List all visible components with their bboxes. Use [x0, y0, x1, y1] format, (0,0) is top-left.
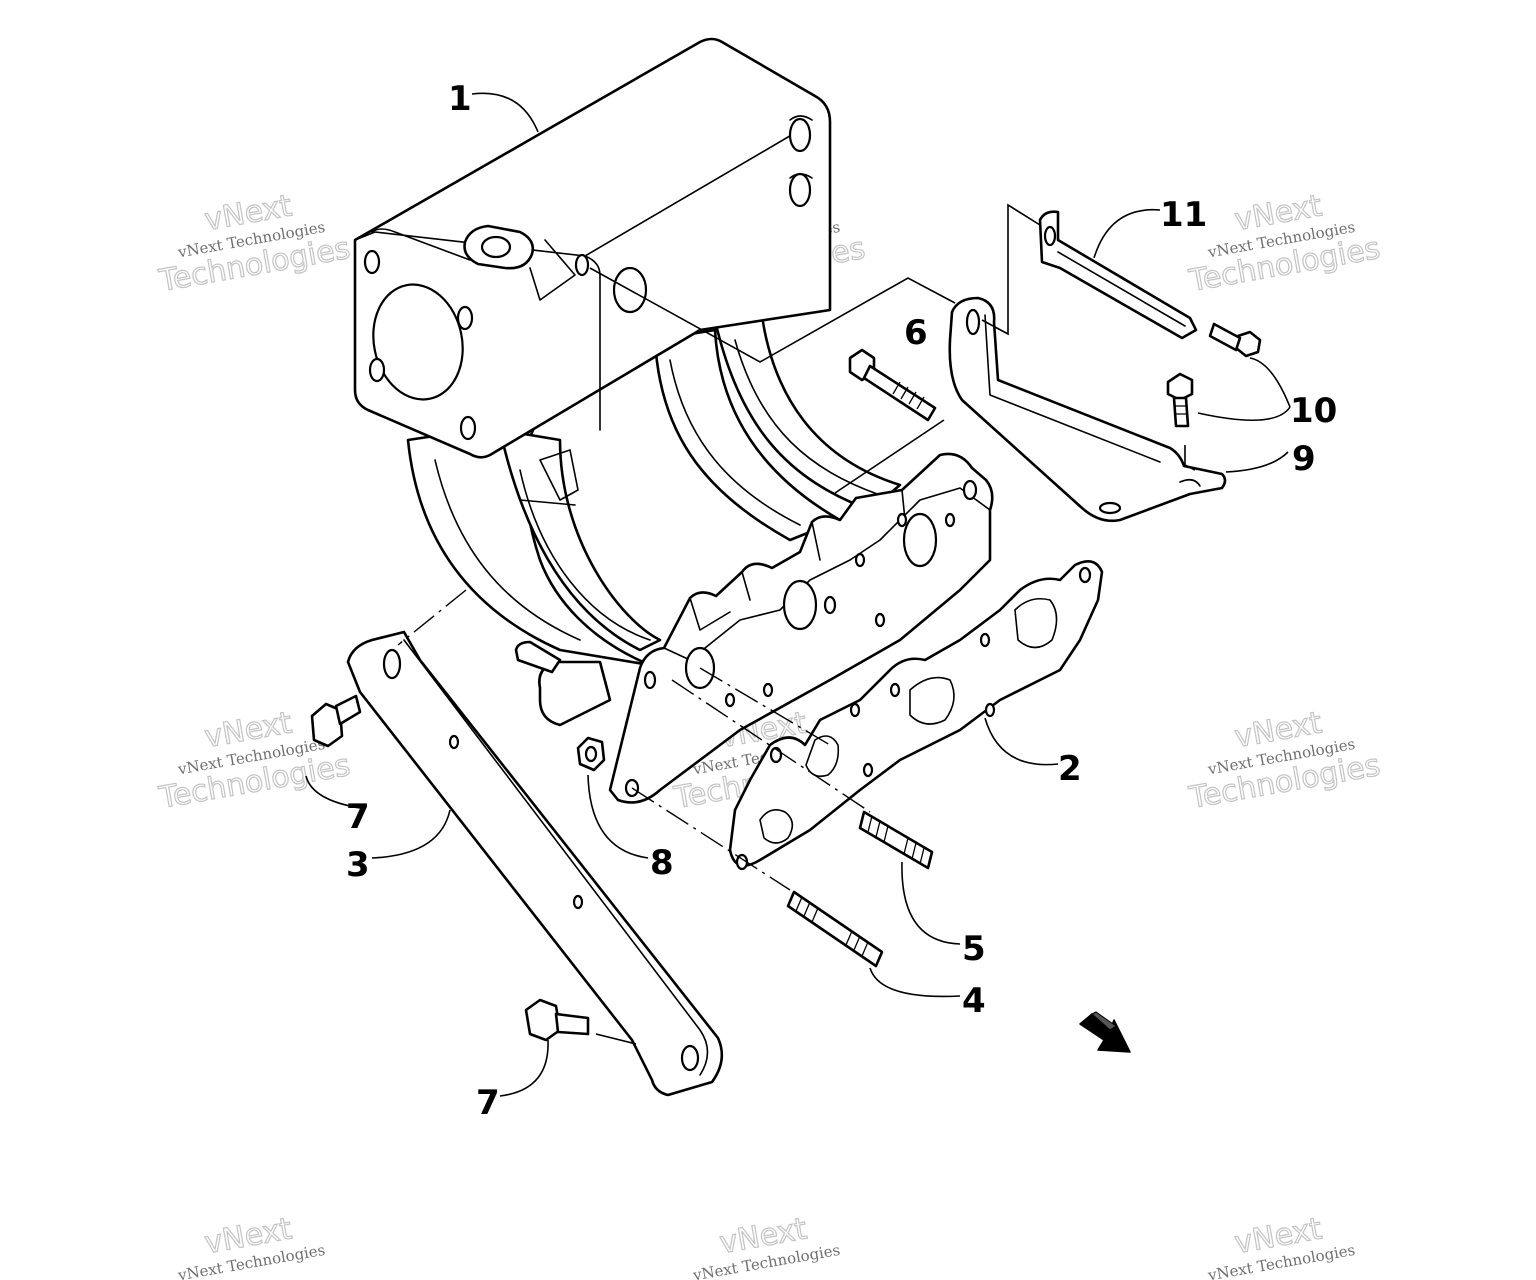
- callout-11: 11: [1160, 195, 1207, 235]
- part-10-bolt-b: [1166, 372, 1194, 428]
- bracket-strap: [1038, 210, 1198, 340]
- watermark: vNext vNext Technologies: [691, 1211, 842, 1280]
- callout-7-upper: 7: [346, 797, 370, 837]
- part-4-stud: [786, 890, 884, 968]
- part-5-stud: [858, 810, 934, 870]
- watermark: vNext vNext Technologies Technologies: [1185, 188, 1383, 300]
- callout-9: 9: [1292, 439, 1316, 479]
- callout-6: 6: [904, 313, 928, 353]
- part-10-bolt-a: [1208, 322, 1262, 358]
- watermark: vNext vNext Technologies: [176, 1211, 327, 1280]
- callout-10: 10: [1290, 391, 1337, 431]
- muffler-bracket: [948, 296, 1227, 523]
- manifold-gasket: [728, 560, 1104, 871]
- part-8-nut: [576, 736, 606, 772]
- front-direction-arrow-icon: [1079, 1011, 1131, 1053]
- assembly-lines: [397, 203, 1196, 891]
- part-6-bolt: [848, 348, 937, 422]
- callout-4: 4: [962, 981, 986, 1021]
- callout-leaders: [305, 92, 1291, 1097]
- exhaust-manifold: [514, 452, 994, 804]
- callout-labels: 1 2 3 4 5 6 7 7 8 9 10 11: [346, 79, 1337, 1123]
- callout-8: 8: [650, 843, 674, 883]
- callout-3: 3: [346, 845, 370, 885]
- watermark: vNext vNext Technologies: [1206, 1211, 1357, 1280]
- callout-7-lower: 7: [476, 1083, 500, 1123]
- watermark: vNext vNext Technologies Technologies: [1185, 705, 1383, 817]
- watermark: vNext vNext Technologies Technologies: [155, 188, 353, 300]
- callout-2: 2: [1058, 749, 1082, 789]
- part-7-bolt-lower: [524, 998, 590, 1042]
- callout-1: 1: [448, 79, 472, 119]
- muffler-box: [353, 37, 832, 459]
- callout-5: 5: [962, 929, 986, 969]
- exhaust-pipe: [406, 298, 902, 667]
- part-7-bolt-upper: [310, 694, 362, 748]
- support-bar: [346, 630, 724, 1097]
